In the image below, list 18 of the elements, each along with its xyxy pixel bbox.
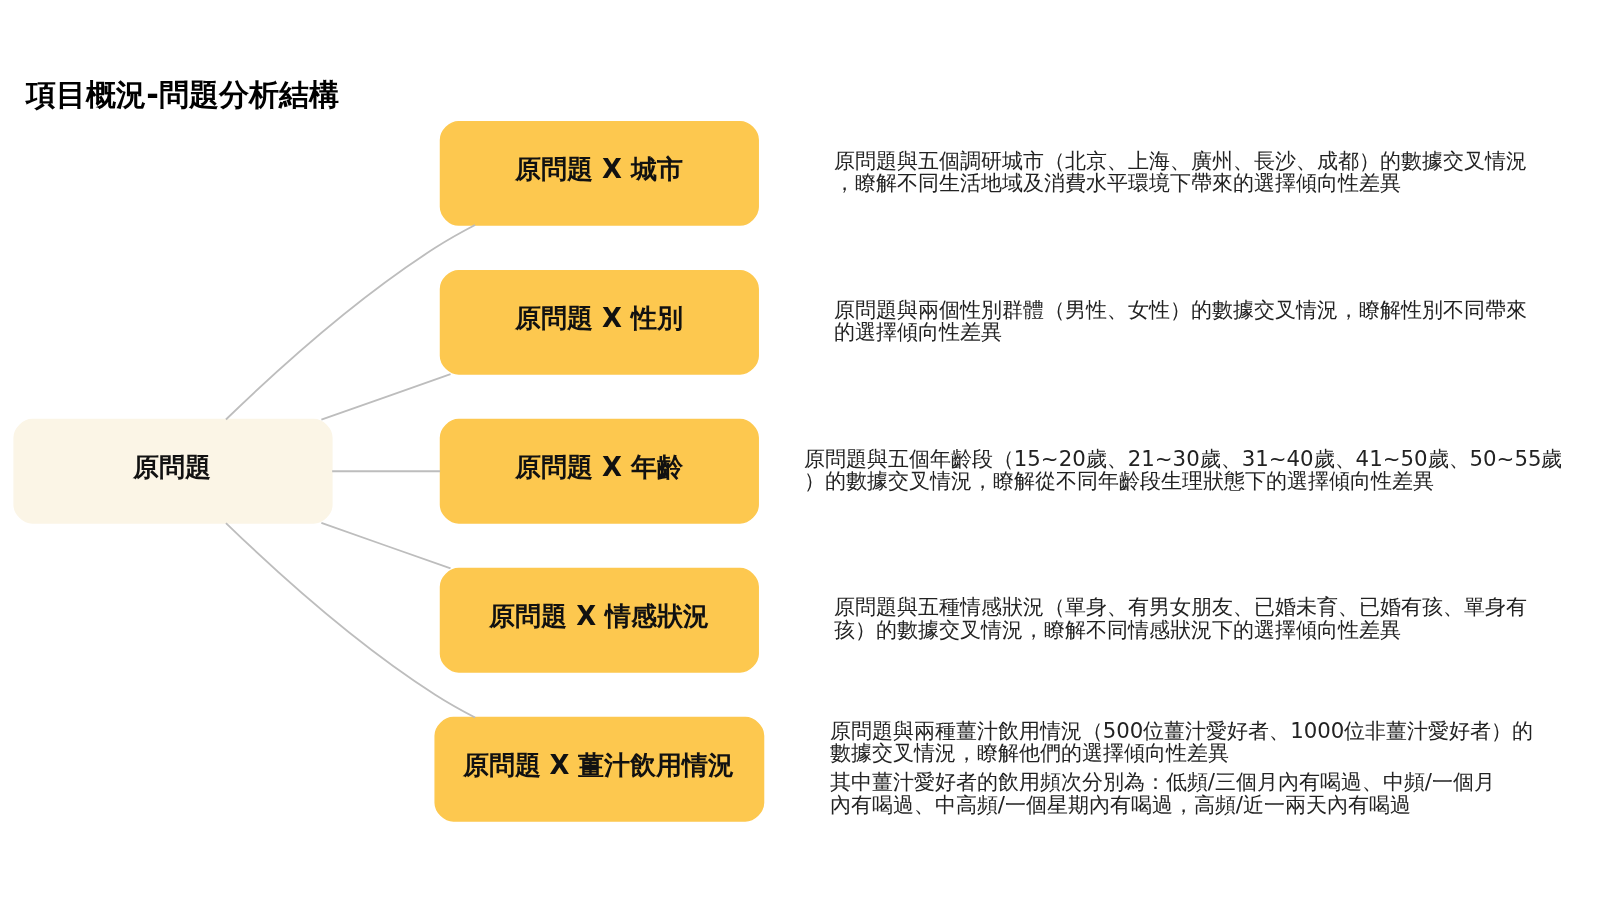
connector	[320, 522, 452, 570]
node-box: 原問題 X 性別	[439, 269, 759, 375]
node-label: 原問題與五個年齡段（15~20歲、21~30歲、31~40歲、41~50歲、50~55歲）的數據交叉情況，瞭解從不同年齡段生理狀態下的選擇傾向性差異	[803, 445, 1563, 494]
node-box: 原問題 X 年齡	[439, 418, 759, 524]
node-box: 原問題 X 情感狀況	[439, 567, 759, 673]
diagram-title: 項目概況-問題分析結構	[26, 76, 339, 112]
connector	[225, 224, 476, 421]
connector	[331, 470, 441, 473]
connector	[225, 522, 476, 719]
node-label: 原問題與五個調研城市（北京、上海、廣州、長沙、成都）的數據交叉情況，瞭解不同生活地域及消費水平環境下帶來的選擇傾向性差異	[834, 147, 1528, 196]
node-label: 原問題與兩種薑汁飲用情況（500位薑汁愛好者、1000位非薑汁愛好者）的數據交叉情況，瞭解他們的選擇傾向性差異	[829, 717, 1534, 766]
node-label: 原問題與五種情感狀況（單身、有男女朋友、已婚未育、已婚有孩、單身有孩）的數據交叉情況，瞭解不同情感狀況下的選擇傾向性差異	[834, 594, 1528, 643]
node-box: 原問題	[13, 418, 333, 524]
node-box: 原問題 X 城市	[439, 120, 759, 226]
node-label: 其中薑汁愛好者的飲用頻次分別為：低頻/三個月內有喝過、中頻/一個月內有喝過、中高頻/一個星期內有喝過，高頻/近一兩天內有喝過	[829, 769, 1495, 818]
node-label: 原問題與兩個性別群體（男性、女性）的數據交叉情況，瞭解性別不同帶來的選擇傾向性差異	[834, 296, 1528, 345]
node-box: 原問題 X 薑汁飲用情況	[434, 716, 765, 822]
connector	[320, 373, 452, 421]
